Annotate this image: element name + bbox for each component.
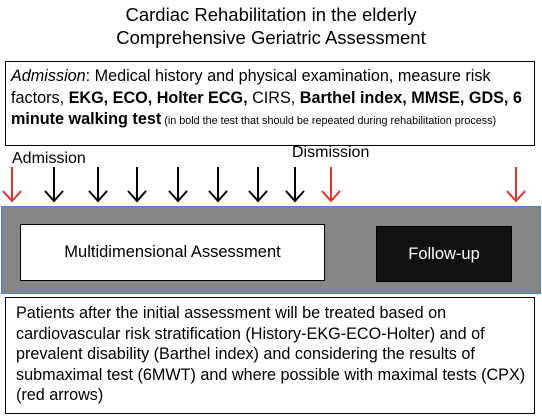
- admission-bold-tests-1: EKG, ECO, Holter ECG,: [68, 88, 248, 107]
- admission-label: Admission: [12, 150, 86, 167]
- black-arrow-down-icon: [87, 166, 109, 204]
- black-arrow-down-icon: [247, 166, 269, 204]
- black-arrow-down-icon: [284, 166, 306, 204]
- red-arrow-down-icon: [505, 166, 527, 204]
- title-line-1: Cardiac Rehabilitation in the elderly: [125, 4, 417, 25]
- black-arrow-down-icon: [167, 166, 189, 204]
- title-line-2: Comprehensive Geriatric Assessment: [116, 27, 426, 48]
- red-arrow-down-icon: [320, 166, 342, 204]
- assessment-label: Multidimensional Assessment: [64, 243, 281, 261]
- patients-box: Patients after the initial assessment wi…: [5, 297, 535, 414]
- patients-text: Patients after the initial assessment wi…: [16, 304, 526, 404]
- black-arrow-down-icon: [207, 166, 229, 204]
- dismission-label: Dismission: [292, 144, 370, 161]
- black-arrow-down-icon: [43, 166, 65, 204]
- black-arrow-down-icon: [126, 166, 148, 204]
- followup-box: Follow-up: [376, 226, 512, 282]
- admission-text-2: CIRS,: [247, 88, 300, 107]
- followup-label: Follow-up: [408, 244, 480, 263]
- assessment-box: Multidimensional Assessment: [20, 224, 325, 281]
- admission-box: Admission: Medical history and physical …: [5, 61, 535, 146]
- admission-text-1: : Medical history and physical examinati…: [11, 67, 491, 107]
- red-arrow-down-icon: [1, 166, 23, 204]
- admission-bold-tests-2: Barthel index, MMSE, GDS, 6 minute walki…: [11, 88, 522, 129]
- admission-note: (in bold the test that should be repeate…: [161, 115, 497, 127]
- admission-lead: Admission: [11, 67, 86, 85]
